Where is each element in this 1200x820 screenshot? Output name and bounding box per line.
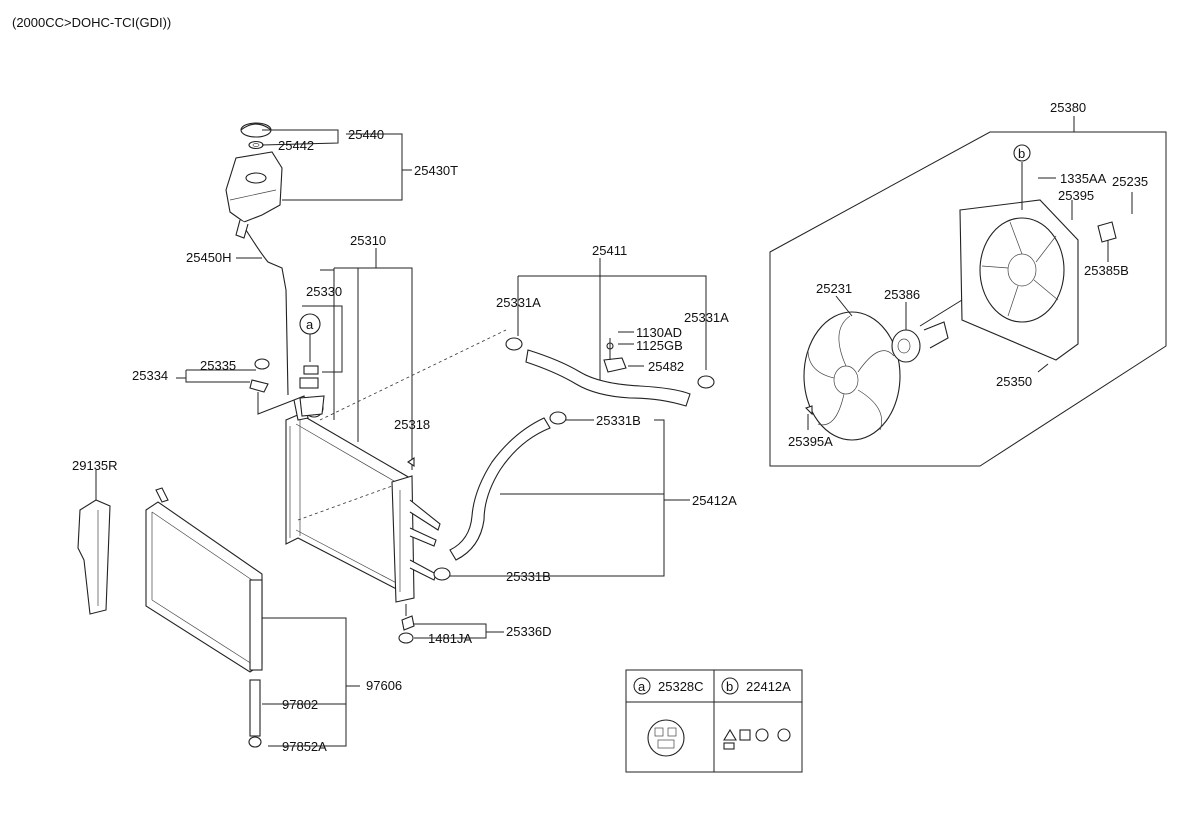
bracket-bolt — [603, 338, 627, 373]
lower-hose — [449, 417, 551, 561]
label-97852A: 97852A — [282, 739, 327, 754]
label-25385B: 25385B — [1084, 263, 1129, 278]
legend-b-icons — [723, 728, 791, 750]
legend-a-letter: a — [638, 679, 646, 694]
hose-clamp-upper-left — [505, 337, 523, 351]
label-25411: 25411 — [592, 243, 627, 258]
drain-parts — [398, 615, 415, 644]
label-25331B-bottom: 25331B — [506, 569, 551, 584]
label-25386: 25386 — [884, 287, 920, 302]
label-25334: 25334 — [132, 368, 168, 383]
receiver-drier — [248, 679, 262, 748]
fan-assembly-frame — [769, 131, 1167, 467]
label-25450H: 25450H — [186, 250, 232, 265]
label-1130AD: 1130AD — [636, 325, 682, 340]
radiator-cap — [299, 365, 319, 389]
drain-plug — [249, 358, 270, 393]
reservoir-cap — [240, 122, 272, 138]
callout-a-letter: a — [306, 317, 314, 332]
label-25336D: 25336D — [506, 624, 552, 639]
legend-b-circle — [721, 677, 739, 695]
label-25310: 25310 — [350, 233, 386, 248]
label-25442: 25442 — [278, 138, 314, 153]
engine-label: (2000CC>DOHC-TCI(GDI)) — [12, 15, 171, 30]
legend-a-icon — [647, 719, 685, 757]
label-25380: 25380 — [1050, 100, 1086, 115]
fan-shroud — [959, 199, 1079, 361]
legend-table — [625, 669, 803, 773]
legend-b-letter: b — [726, 679, 733, 694]
callout-b-circle — [1013, 144, 1031, 162]
label-97606: 97606 — [366, 678, 402, 693]
label-1335AA: 1335AA — [1060, 171, 1107, 186]
label-25440: 25440 — [348, 127, 384, 142]
hose-clamp-lower-bottom — [433, 567, 451, 581]
label-25331B-top: 25331B — [596, 413, 641, 428]
label-25331A-left: 25331A — [496, 295, 541, 310]
hose-clamp-lower-top — [549, 411, 567, 425]
legend-a-part: 25328C — [658, 679, 704, 694]
label-25335: 25335 — [200, 358, 236, 373]
label-97802: 97802 — [282, 697, 318, 712]
label-25430T: 25430T — [414, 163, 458, 178]
label-29135R: 29135R — [72, 458, 118, 473]
condenser-core — [145, 487, 263, 673]
label-25395: 25395 — [1058, 188, 1094, 203]
label-25395A: 25395A — [788, 434, 833, 449]
label-1125GB: 1125GB — [636, 338, 683, 353]
label-1481JA: 1481JA — [428, 631, 472, 646]
legend-a-circle — [633, 677, 651, 695]
reservoir-tank — [225, 151, 283, 239]
screw-25395A — [804, 405, 813, 416]
reservoir-hose — [245, 229, 289, 396]
label-25235: 25235 — [1112, 174, 1148, 189]
label-25331A-right: 25331A — [684, 310, 729, 325]
label-25318: 25318 — [394, 417, 430, 432]
label-25482: 25482 — [648, 359, 684, 374]
cap-seal — [248, 140, 264, 150]
radiator-core — [285, 395, 441, 603]
side-seal-29135R — [77, 499, 111, 615]
upper-hose — [525, 349, 691, 407]
label-25412A: 25412A — [692, 493, 737, 508]
legend-b-part: 22412A — [746, 679, 791, 694]
label-25231: 25231 — [816, 281, 852, 296]
callout-b-letter: b — [1018, 146, 1025, 161]
resistor-25385B — [1097, 221, 1117, 243]
fan-blade — [803, 311, 901, 441]
label-25350: 25350 — [996, 374, 1032, 389]
hose-clamp-upper-right — [697, 375, 715, 389]
fan-motor — [891, 321, 949, 363]
label-25330: 25330 — [306, 284, 342, 299]
